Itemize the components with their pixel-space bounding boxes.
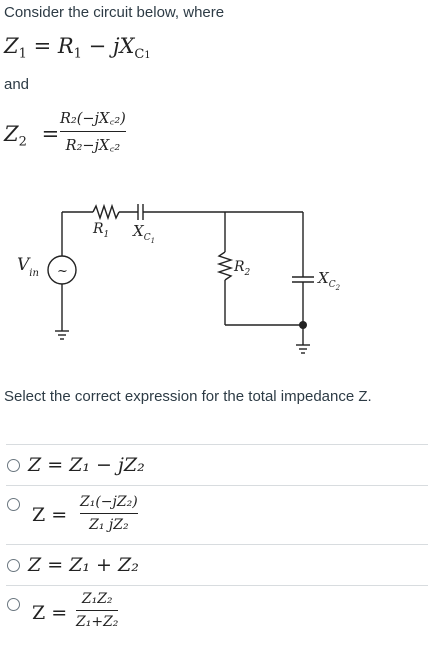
- ac-source: [47, 255, 77, 285]
- divider: [6, 485, 428, 486]
- option-1-radio[interactable]: [7, 459, 20, 472]
- xc2-label: XC2: [317, 269, 341, 292]
- circuit-diagram: ~ Vin R1 XC1 R2 XC2: [17, 203, 341, 354]
- instruction-text: Select the correct expression for the to…: [4, 388, 372, 405]
- z1-definition: Z1 = R1 − jXC1: [4, 34, 151, 62]
- option-1[interactable]: Z = Z₁ − jZ₂: [0, 445, 436, 485]
- z2-fraction: R₂(−jX꜀₂) R₂−jX꜀₂: [60, 111, 126, 154]
- option-4-radio[interactable]: [7, 598, 20, 611]
- ac-source-symbol: ~: [57, 264, 68, 279]
- option-3-label: Z = Z₁ + Z₂: [28, 554, 139, 576]
- option-2[interactable]: Z = Z₁(−jZ₂) Z₁ jZ₂: [0, 486, 436, 544]
- divider: [6, 585, 428, 586]
- r2-label: R2: [233, 259, 251, 278]
- option-2-radio[interactable]: [7, 498, 20, 511]
- option-4[interactable]: Z = Z₁Z₂ Z₁+Z₂: [0, 586, 436, 636]
- option-4-fraction: Z₁Z₂ Z₁+Z₂: [76, 591, 119, 630]
- xc1-label: XC1: [132, 222, 155, 245]
- r1-label: R1: [92, 221, 109, 240]
- option-2-lhs: Z =: [32, 504, 68, 526]
- option-2-fraction: Z₁(−jZ₂) Z₁ jZ₂: [80, 494, 138, 533]
- z2-lhs: Z2 =: [4, 122, 60, 150]
- intro-text: Consider the circuit below, where: [4, 4, 225, 21]
- r1-resistor: [92, 203, 120, 221]
- junction-dot: [299, 321, 307, 329]
- r2-resistor: [216, 251, 234, 281]
- option-1-label: Z = Z₁ − jZ₂: [28, 454, 145, 476]
- and-text: and: [4, 76, 30, 93]
- option-3[interactable]: Z = Z₁ + Z₂: [0, 545, 436, 585]
- divider: [6, 444, 428, 445]
- vin-label: Vin: [17, 255, 39, 279]
- option-4-lhs: Z =: [32, 602, 68, 624]
- option-3-radio[interactable]: [7, 559, 20, 572]
- divider: [6, 544, 428, 545]
